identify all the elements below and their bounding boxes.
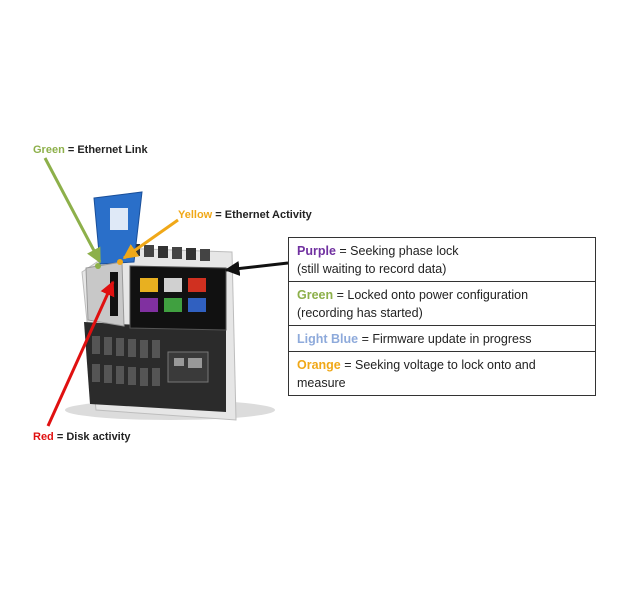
legend-row-purple: Purple = Seeking phase lock (still waiti… xyxy=(289,238,595,282)
legend-green-keyword: Green xyxy=(297,288,334,302)
ethernet-link-led xyxy=(95,263,101,269)
black-arrow xyxy=(224,261,289,276)
disk-slot xyxy=(110,272,118,316)
legend-green-subtext: (recording has started) xyxy=(297,306,423,320)
purple-keyword: Purple xyxy=(297,244,336,258)
legend-orange-subtext: measure xyxy=(297,376,346,390)
disk-activity-text: = Disk activity xyxy=(53,431,131,443)
green-arrow xyxy=(43,157,102,264)
legend-purple-text: = Seeking phase lock xyxy=(335,244,459,258)
legend-row-light-blue: Light Blue = Firmware update in progress xyxy=(289,326,595,352)
yellow-keyword: Yellow xyxy=(178,209,213,221)
screen-tiles xyxy=(140,278,206,312)
green-keyword: Green xyxy=(33,144,65,156)
disk-activity-label: Red = Disk activity xyxy=(33,431,131,443)
red-arrow xyxy=(46,280,115,427)
yellow-arrow xyxy=(122,218,179,260)
left-panel xyxy=(85,261,125,327)
legend-light-blue-text: = Firmware update in progress xyxy=(358,332,532,346)
status-legend-table: Purple = Seeking phase lock (still waiti… xyxy=(288,237,596,396)
lid-window xyxy=(110,208,128,230)
usb-port xyxy=(174,358,184,366)
terminal-slots xyxy=(92,336,160,386)
red-keyword: Red xyxy=(33,431,54,443)
ethernet-link-text: = Ethernet Link xyxy=(64,144,148,156)
ethernet-activity-text: = Ethernet Activity xyxy=(212,209,312,221)
legend-green-text: = Locked onto power configuration xyxy=(333,288,529,302)
orange-keyword: Orange xyxy=(297,358,341,372)
ethernet-link-label: Green = Ethernet Link xyxy=(33,144,148,156)
ethernet-activity-label: Yellow = Ethernet Activity xyxy=(178,209,312,221)
legend-row-orange: Orange = Seeking voltage to lock onto an… xyxy=(289,352,595,395)
legend-purple-subtext: (still waiting to record data) xyxy=(297,262,447,276)
light-blue-keyword: Light Blue xyxy=(297,332,359,346)
ethernet-port xyxy=(188,358,202,368)
legend-row-green: Green = Locked onto power configuration … xyxy=(289,282,595,326)
legend-orange-text: = Seeking voltage to lock onto and xyxy=(340,358,536,372)
ethernet-activity-led xyxy=(117,259,123,265)
